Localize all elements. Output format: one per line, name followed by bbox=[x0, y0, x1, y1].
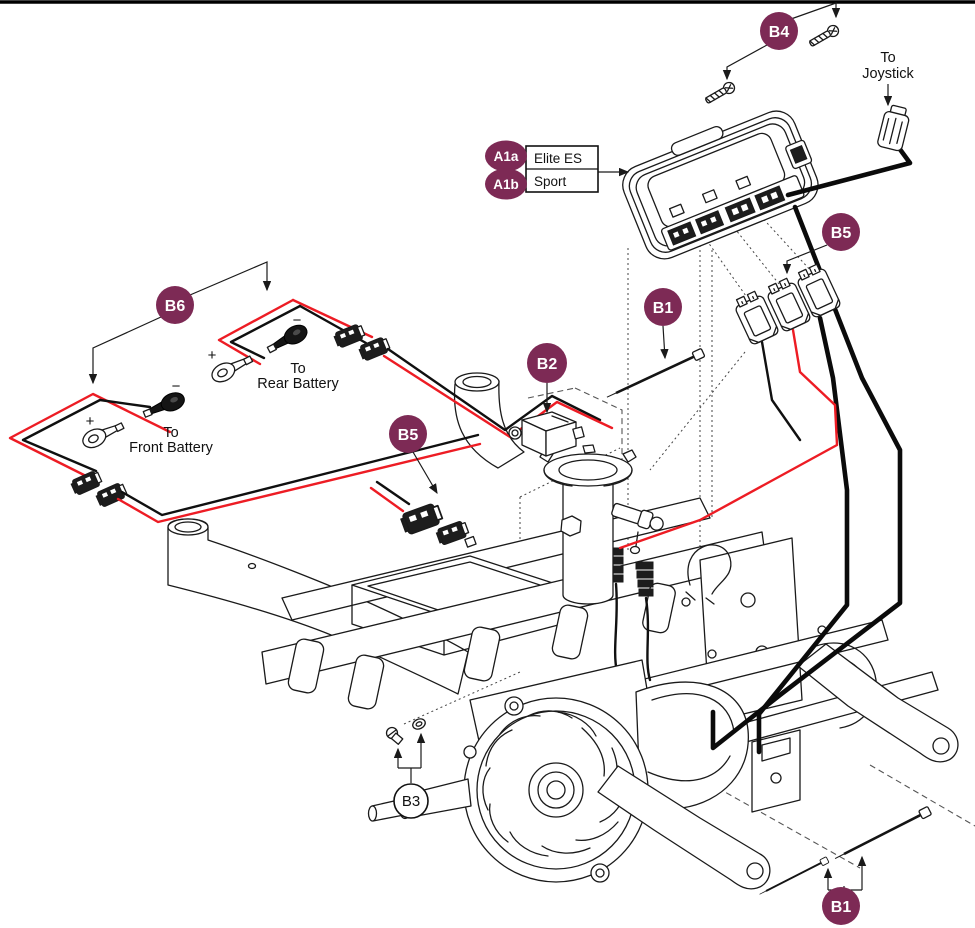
rear-battery-label-line2: Rear Battery bbox=[257, 376, 339, 392]
caster-arms bbox=[597, 643, 959, 890]
model-label-sport: Sport bbox=[534, 174, 567, 189]
callout-b3-label: B3 bbox=[402, 793, 420, 810]
controller-ports bbox=[667, 139, 813, 246]
callout-b3: B3 bbox=[393, 783, 429, 819]
callout-b4: B4 bbox=[760, 12, 798, 50]
model-label-box: Elite ES Sport bbox=[525, 145, 599, 193]
chassis-line-art bbox=[167, 372, 959, 890]
joystick-plug bbox=[877, 104, 910, 152]
callout-b5-top: B5 bbox=[822, 213, 860, 251]
callout-a1b-label: A1b bbox=[493, 177, 519, 192]
b5-mid-connectors bbox=[398, 501, 477, 548]
motor-gearbox bbox=[367, 696, 649, 883]
callout-b6: B6 bbox=[156, 286, 194, 324]
callout-a1a-label: A1a bbox=[494, 149, 519, 164]
frame-tabs bbox=[287, 582, 676, 710]
callout-a1a: A1a bbox=[485, 140, 527, 172]
callout-b5-mid: B5 bbox=[389, 415, 427, 453]
controller-module bbox=[622, 110, 819, 260]
b3-hardware bbox=[385, 718, 426, 745]
model-label-elite-es: Elite ES bbox=[534, 151, 582, 166]
rear-battery-label-line1: To bbox=[290, 361, 305, 377]
b5-top-connectors bbox=[618, 261, 843, 550]
callout-b5-mid-label: B5 bbox=[398, 427, 419, 444]
front-battery-label-line1: To bbox=[163, 425, 178, 441]
circuit-breaker bbox=[508, 411, 585, 457]
rear-plus-sign: + bbox=[208, 347, 217, 364]
seat-post bbox=[539, 444, 664, 605]
motor-cables bbox=[710, 145, 913, 755]
front-battery-label-line2: Front Battery bbox=[129, 440, 214, 456]
callout-b4-label: B4 bbox=[769, 24, 790, 41]
callout-b6-label: B6 bbox=[165, 298, 186, 315]
callout-b2-label: B2 bbox=[537, 356, 558, 373]
callout-b5-top-label: B5 bbox=[831, 225, 852, 242]
rear-minus-sign: − bbox=[293, 312, 302, 329]
callout-b1-bottom-label: B1 bbox=[831, 899, 852, 916]
battery-harness bbox=[8, 298, 614, 524]
joystick-label-line2: Joystick bbox=[862, 66, 914, 82]
callout-b1-mid: B1 bbox=[644, 288, 682, 326]
front-minus-sign: − bbox=[172, 378, 181, 395]
callout-a1b: A1b bbox=[485, 168, 527, 200]
front-plus-sign: + bbox=[86, 413, 95, 430]
joystick-label-line1: To bbox=[880, 50, 895, 66]
callout-b1-mid-label: B1 bbox=[653, 300, 674, 317]
text-labels: To Joystick To Rear Battery To Front Bat… bbox=[86, 50, 915, 456]
callout-b2: B2 bbox=[527, 343, 567, 383]
callout-b1-bottom: B1 bbox=[822, 887, 860, 925]
